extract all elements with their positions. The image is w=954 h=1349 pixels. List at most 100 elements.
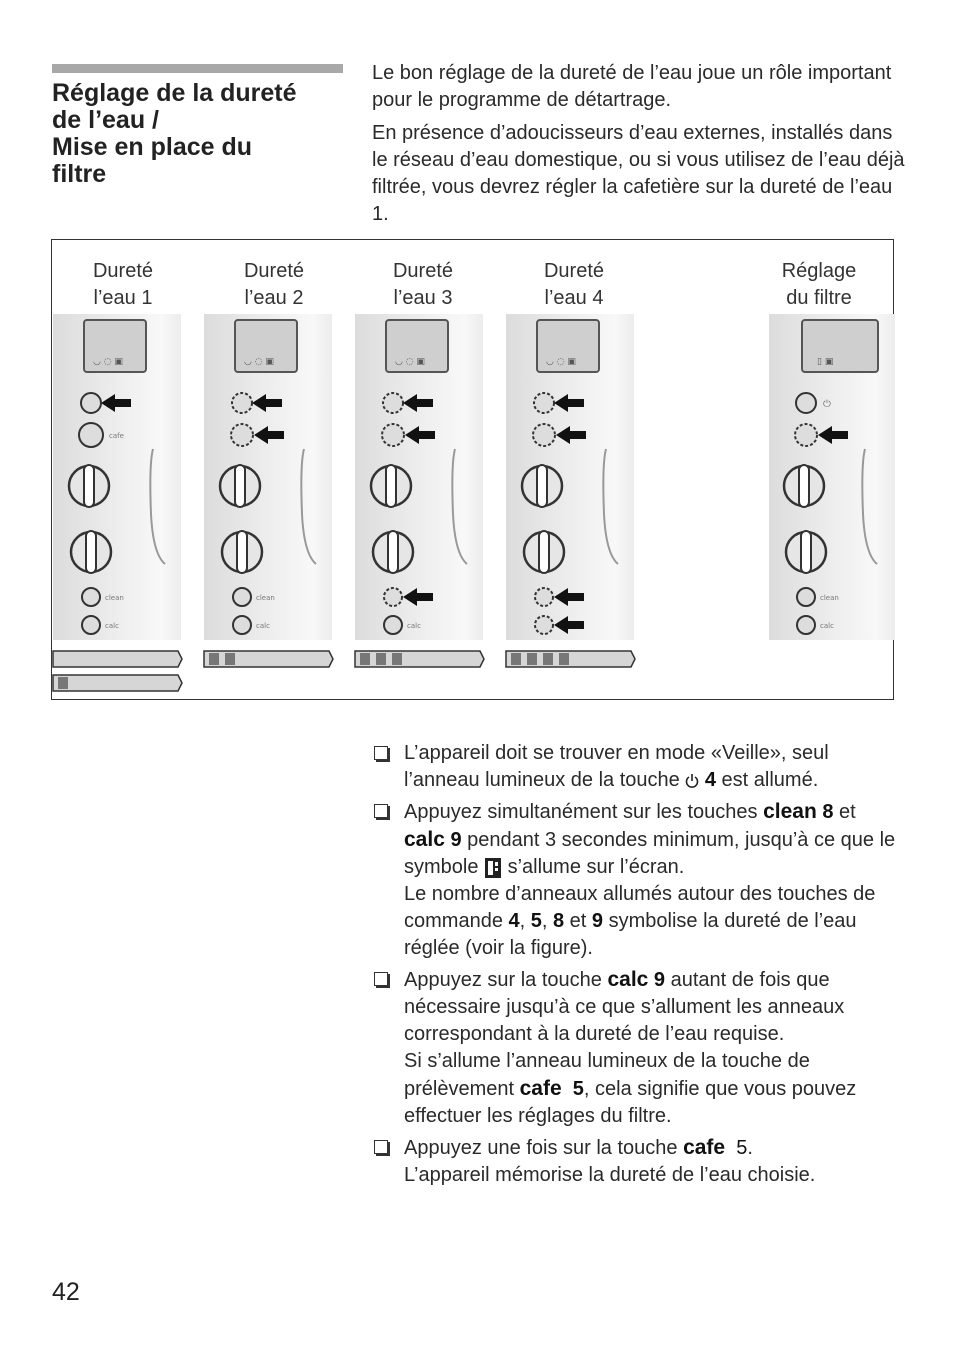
key-number: 9 [653, 969, 666, 991]
calc-label: calc [407, 622, 421, 630]
dial-grip [798, 464, 810, 508]
power-icon: ⏻ [823, 399, 831, 410]
step-text: , [541, 910, 553, 932]
level-segment [58, 677, 68, 689]
level-segment [543, 653, 553, 665]
cafe-arrow-icon [818, 426, 848, 444]
caption-line: l’eau 2 [244, 287, 304, 309]
key-number: 5 [530, 910, 542, 932]
drip-tray-edge [602, 448, 619, 565]
level-segment [392, 653, 402, 665]
drip-tray-edge [861, 448, 878, 565]
caption-hardness-2: Dureté l’eau 2 [209, 258, 339, 312]
hardness-bar-3 [354, 650, 485, 668]
control-panel-hardness-1: ◡ ◌ ▣ cafe clean calc [53, 314, 181, 640]
step-text: , cela signifie que vous pouvez effectue… [404, 1078, 857, 1127]
power-button [795, 392, 817, 414]
heading-rule [52, 64, 343, 73]
display-screen [801, 319, 879, 373]
hardness-bar-2 [203, 650, 334, 668]
key-number: 5 [572, 1078, 584, 1100]
key-name: cafe [519, 1077, 562, 1100]
clean-button [796, 587, 816, 607]
display-screen [83, 319, 147, 373]
level-segment [559, 653, 569, 665]
display-glyph: ◡ ◌ ▣ [546, 357, 576, 367]
calc-label: calc [105, 622, 119, 630]
cafe-arrow-icon [254, 426, 284, 444]
caption-line: Dureté [543, 260, 605, 282]
clean-label: clean [820, 594, 839, 602]
dial-grip [538, 530, 550, 574]
caption-hardness-4: Dureté l’eau 4 [509, 258, 639, 312]
list-item: Appuyez simultanément sur les touches cl… [372, 798, 902, 962]
calc-button [81, 615, 101, 635]
caption-line: l’eau 3 [393, 287, 453, 309]
hardness-figure: Dureté l’eau 1 Dureté l’eau 2 Dureté l’e… [51, 239, 895, 700]
caption-line: l’eau 1 [93, 287, 153, 309]
cafe-button [230, 423, 254, 447]
drip-tray-edge [451, 448, 468, 565]
step-text: et [564, 910, 592, 932]
key-name: calc [607, 968, 649, 991]
level-segment [225, 653, 235, 665]
clean-label: clean [105, 594, 124, 602]
caption-hardness-1: Dureté l’eau 1 [58, 258, 188, 312]
power-icon [686, 773, 699, 788]
level-segment [376, 653, 386, 665]
caption-line: Dureté [243, 260, 305, 282]
key-number: 9 [591, 910, 604, 932]
heading-line: de l’eau / [52, 106, 159, 134]
intro-paragraph: En présence d’adoucisseurs d’eau externe… [372, 122, 905, 225]
power-arrow-icon [101, 394, 131, 412]
step-continuation: Si s’allume l’anneau lumineux de la touc… [404, 1048, 902, 1130]
control-panel-hardness-3: ◡ ◌ ▣ calc [355, 314, 483, 640]
step-text: Appuyez simultanément sur les touches [404, 801, 764, 823]
heading-line: filtre [52, 160, 107, 188]
display-screen [234, 319, 298, 373]
key-name: calc [404, 828, 445, 851]
key-number: 4 [508, 910, 520, 932]
calc-button [232, 615, 252, 635]
power-button [533, 392, 555, 414]
clean-button [534, 587, 554, 607]
cafe-button [794, 423, 818, 447]
calc-label: calc [820, 622, 834, 630]
step-text: pendant 3 secondes minimum, jusqu’à ce q… [404, 829, 896, 878]
hardness-bar-1 [52, 650, 183, 668]
step-text: Appuyez sur la touche [404, 969, 608, 991]
step-text: s’allume sur l’écran. [502, 856, 685, 878]
caption-filter-setting: Réglage du filtre [754, 258, 884, 312]
cafe-button [381, 423, 405, 447]
display-glyph: ◡ ◌ ▣ [395, 357, 425, 367]
clean-button [383, 587, 403, 607]
cafe-arrow-icon [405, 426, 435, 444]
caption-line: l’eau 4 [544, 287, 604, 309]
calc-button [796, 615, 816, 635]
clean-button [81, 587, 101, 607]
list-item: Appuyez une fois sur la touche cafe 5. L… [372, 1134, 902, 1189]
calc-button [383, 615, 403, 635]
section-heading: Réglage de la dureté de l’eau / Mise en … [52, 80, 342, 188]
calc-button [534, 615, 554, 635]
power-arrow-icon [554, 394, 584, 412]
hardness-bar-4 [505, 650, 636, 668]
cafe-button [78, 422, 104, 448]
calc-arrow-icon [554, 616, 584, 634]
key-number: 9 [450, 829, 462, 851]
dial-grip [536, 464, 548, 508]
key-name: clean [763, 800, 817, 823]
list-item: L’appareil doit se trouver en mode «Veil… [372, 740, 902, 794]
key-number: 8 [553, 910, 565, 932]
clean-arrow-icon [554, 588, 584, 606]
display-glyph: ◡ ◌ ▣ [93, 357, 123, 367]
caption-line: Dureté [92, 260, 154, 282]
caption-line: du filtre [786, 287, 852, 309]
power-button [231, 392, 253, 414]
page-number: 42 [52, 1278, 80, 1306]
control-panel-filter: ▯ ▣ ⏻ clean calc [769, 314, 895, 640]
dial-grip [385, 464, 397, 508]
dial-grip [800, 530, 812, 574]
intro-paragraph: Le bon réglage de la dureté de l’eau jou… [372, 62, 892, 111]
display-glyph: ◡ ◌ ▣ [244, 357, 274, 367]
